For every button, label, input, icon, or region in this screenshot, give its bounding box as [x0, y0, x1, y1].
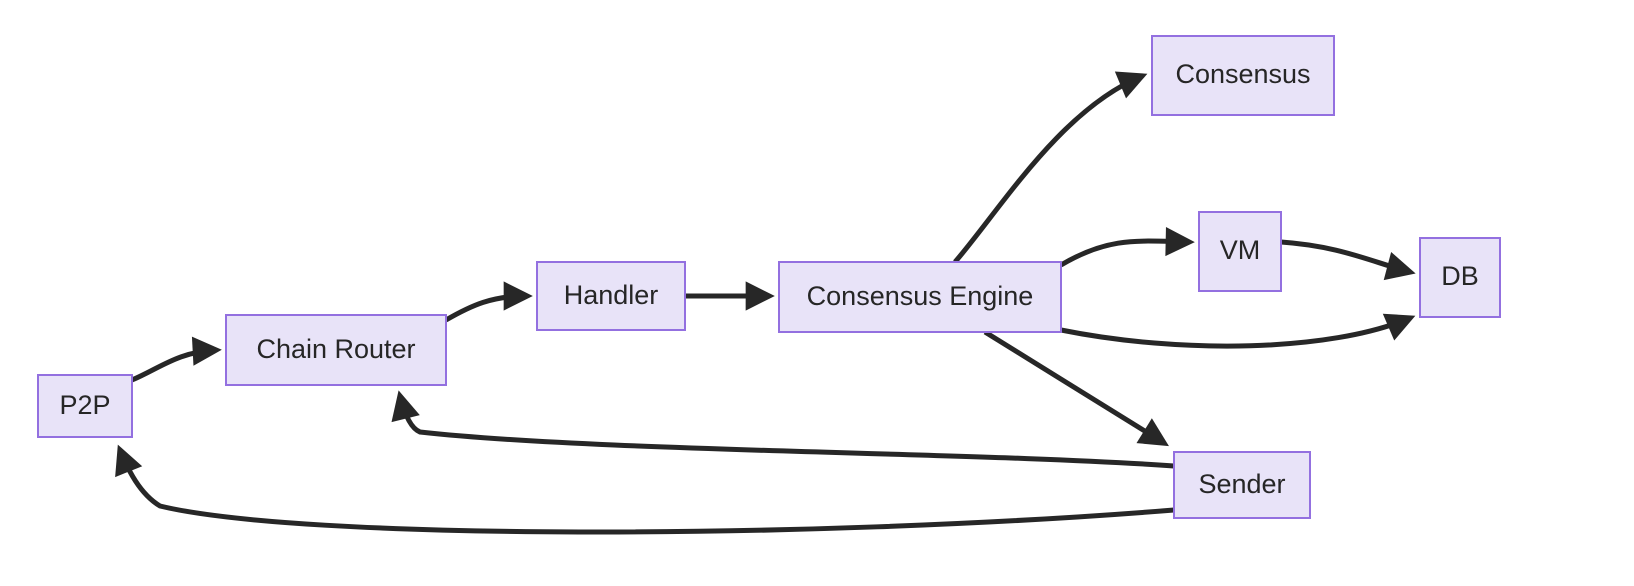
node-label-chain-router: Chain Router	[256, 334, 415, 364]
node-chain-router[interactable]: Chain Router	[225, 314, 447, 386]
node-handler[interactable]: Handler	[536, 261, 686, 331]
node-label-vm: VM	[1220, 235, 1261, 265]
node-sender[interactable]: Sender	[1173, 451, 1311, 519]
edge-layer	[115, 71, 1416, 535]
node-label-sender: Sender	[1198, 469, 1285, 499]
edge-consensus-engine-to-vm	[1059, 226, 1195, 268]
node-p2p[interactable]: P2P	[37, 374, 133, 438]
edge-p2p-to-chain-router	[131, 336, 222, 383]
edge-consensus-engine-to-db	[1060, 313, 1416, 349]
node-label-p2p: P2P	[59, 390, 110, 420]
node-vm[interactable]: VM	[1198, 211, 1282, 292]
node-layer: P2P Chain Router Handler Consensus Engin…	[37, 35, 1501, 519]
node-label-handler: Handler	[564, 280, 659, 310]
edge-sender-to-p2p	[115, 444, 1175, 535]
edge-chain-router-to-handler	[444, 281, 533, 323]
edge-vm-to-db	[1280, 239, 1416, 281]
edge-consensus-engine-to-sender	[983, 329, 1169, 447]
node-db[interactable]: DB	[1419, 237, 1501, 318]
node-label-consensus: Consensus	[1175, 59, 1310, 89]
node-label-db: DB	[1441, 261, 1479, 291]
node-consensus-engine[interactable]: Consensus Engine	[778, 261, 1062, 333]
node-label-consensus-engine: Consensus Engine	[807, 281, 1034, 311]
edge-consensus-engine-to-consensus	[953, 71, 1148, 264]
node-consensus[interactable]: Consensus	[1151, 35, 1335, 116]
edge-sender-to-chain-router	[391, 390, 1175, 469]
